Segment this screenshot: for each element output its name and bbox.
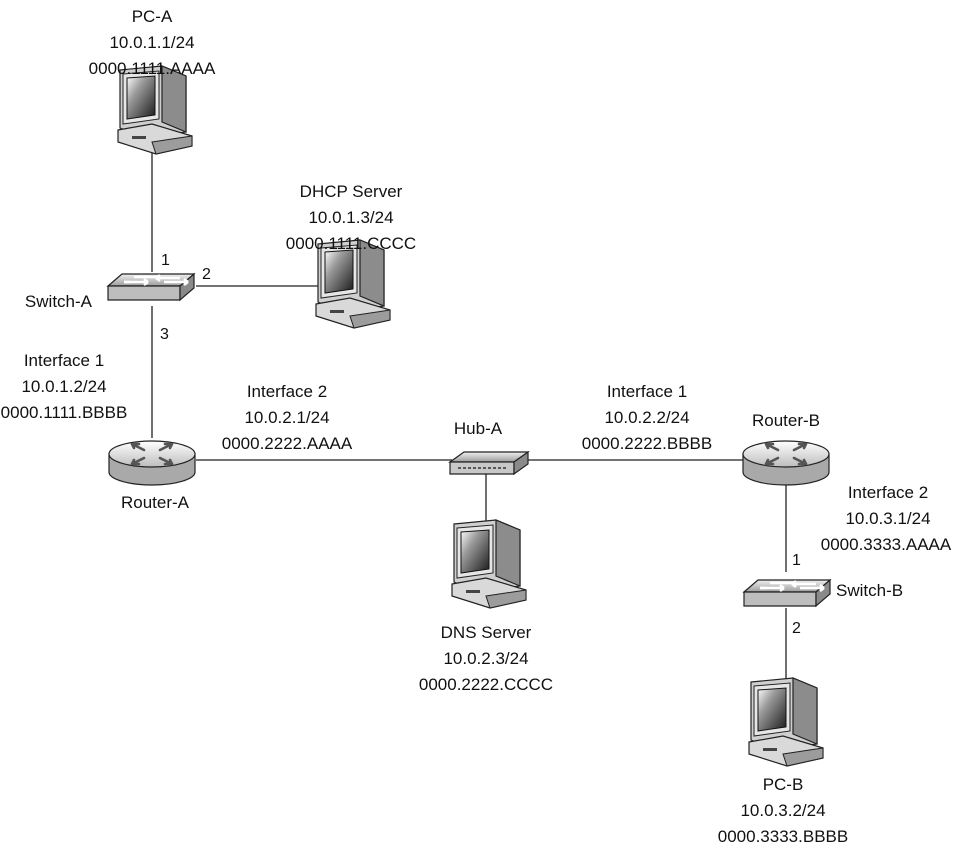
switch-a-port-2: 2 (202, 266, 211, 283)
router-a-name: Router-A (121, 493, 190, 512)
pc-a-name: PC-A (132, 7, 173, 26)
router-b-interface-2-label: Interface 2 (848, 483, 928, 502)
switch-b-port-1: 1 (792, 552, 801, 569)
router-b-interface-1-mac: 0000.2222.BBBB (582, 434, 712, 453)
pc-b-name: PC-B (763, 775, 804, 794)
pc-a-ip: 10.0.1.1/24 (109, 33, 194, 52)
router-a-interface-1-ip: 10.0.1.2/24 (21, 377, 106, 396)
router-b-interface-2-mac: 0000.3333.AAAA (821, 535, 952, 554)
router-b-interface-1-ip: 10.0.2.2/24 (604, 408, 689, 427)
switch-b-port-2: 2 (792, 620, 801, 637)
switch-b-switch-icon[interactable] (742, 578, 832, 608)
hub-a-name: Hub-A (454, 419, 503, 438)
switch-a-name: Switch-A (25, 292, 93, 311)
router-a-interface-1-label: Interface 1 (24, 351, 104, 370)
pc-a-computer-icon[interactable] (117, 65, 193, 155)
dhcp-server-ip: 10.0.1.3/24 (308, 208, 393, 227)
dhcp-server-name: DHCP Server (300, 182, 403, 201)
dns-server-name: DNS Server (441, 623, 532, 642)
links (151, 150, 787, 690)
pc-b-computer-icon[interactable] (748, 677, 824, 767)
pc-a-mac: 0000.1111.AAAA (89, 59, 216, 78)
switch-a-switch-icon[interactable] (106, 272, 196, 302)
router-a-interface-2-ip: 10.0.2.1/24 (244, 408, 329, 427)
dns-server-ip: 10.0.2.3/24 (443, 649, 528, 668)
dhcp-server-mac: 0000.1111.CCCC (286, 234, 416, 253)
switch-a-port-3: 3 (160, 326, 169, 343)
router-a-interface-1-mac: 0000.1111.BBBB (1, 403, 128, 422)
router-b-interface-1-label: Interface 1 (607, 382, 687, 401)
switch-a-port-1: 1 (161, 252, 170, 269)
router-b-interface-2-ip: 10.0.3.1/24 (845, 509, 930, 528)
dns-server-computer-icon[interactable] (451, 519, 527, 609)
hub-a-hub-icon[interactable] (449, 451, 529, 475)
pc-b-ip: 10.0.3.2/24 (740, 801, 825, 820)
dns-server-mac: 0000.2222.CCCC (419, 675, 553, 694)
switch-b-name: Switch-B (836, 581, 903, 600)
router-b-router-icon[interactable] (741, 439, 831, 487)
dhcp-server-computer-icon[interactable] (315, 239, 391, 329)
router-a-interface-2-label: Interface 2 (247, 382, 327, 401)
router-a-interface-2-mac: 0000.2222.AAAA (222, 434, 353, 453)
router-b-name: Router-B (752, 411, 820, 430)
pc-b-mac: 0000.3333.BBBB (718, 827, 848, 846)
router-a-router-icon[interactable] (107, 439, 197, 487)
